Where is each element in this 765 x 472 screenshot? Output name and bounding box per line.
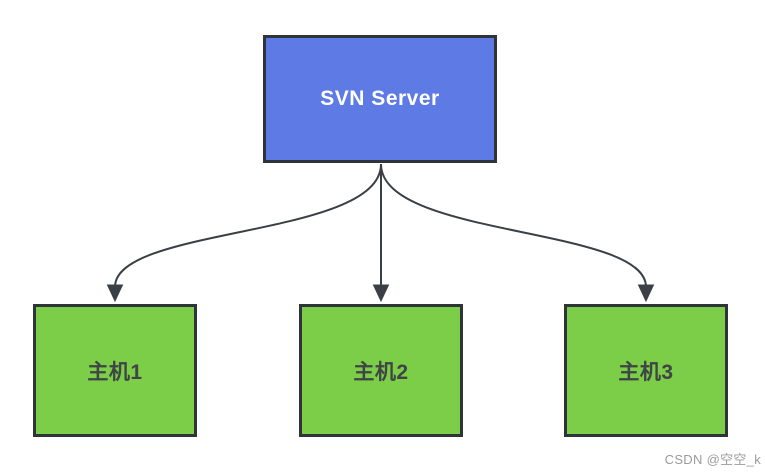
node-svn-server-label: SVN Server [320,87,440,110]
node-host-1-label: 主机1 [87,360,143,384]
node-host-1: 主机1 [33,304,197,437]
arrow-server-to-host1 [106,163,382,303]
node-host-2: 主机2 [299,304,463,437]
arrow-server-to-host3 [380,163,655,303]
watermark: CSDN @空空_k [664,452,761,467]
arrow-server-to-host2 [372,164,390,303]
node-host-3: 主机3 [564,304,728,437]
node-host-2-label: 主机2 [353,360,409,384]
node-svn-server: SVN Server [263,35,497,163]
node-host-3-label: 主机3 [618,360,674,384]
